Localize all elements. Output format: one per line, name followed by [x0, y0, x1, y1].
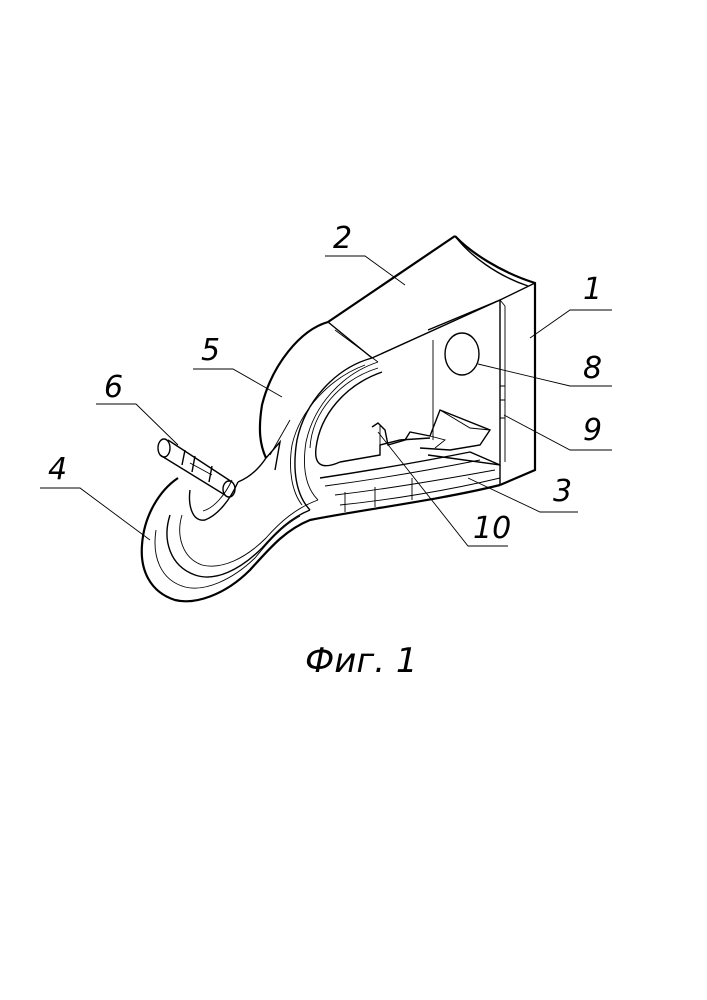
- label-6: 6: [104, 370, 123, 405]
- mounting-hole-8: [445, 333, 479, 375]
- figure-caption: Фиг. 1: [305, 641, 417, 681]
- label-9: 9: [583, 413, 602, 448]
- label-4: 4: [48, 452, 67, 487]
- top-arm: [328, 236, 528, 362]
- leader-lines: [40, 256, 612, 546]
- tray-base: [320, 410, 500, 512]
- label-5: 5: [201, 333, 220, 368]
- label-3: 3: [553, 474, 572, 509]
- label-2: 2: [333, 221, 352, 256]
- back-plate: [428, 236, 535, 485]
- label-1: 1: [583, 272, 602, 307]
- pin: [158, 439, 235, 497]
- label-8: 8: [583, 351, 602, 386]
- reference-labels: 2 1 5 8 6 9 4 3 10: [48, 221, 602, 546]
- label-10: 10: [473, 511, 511, 546]
